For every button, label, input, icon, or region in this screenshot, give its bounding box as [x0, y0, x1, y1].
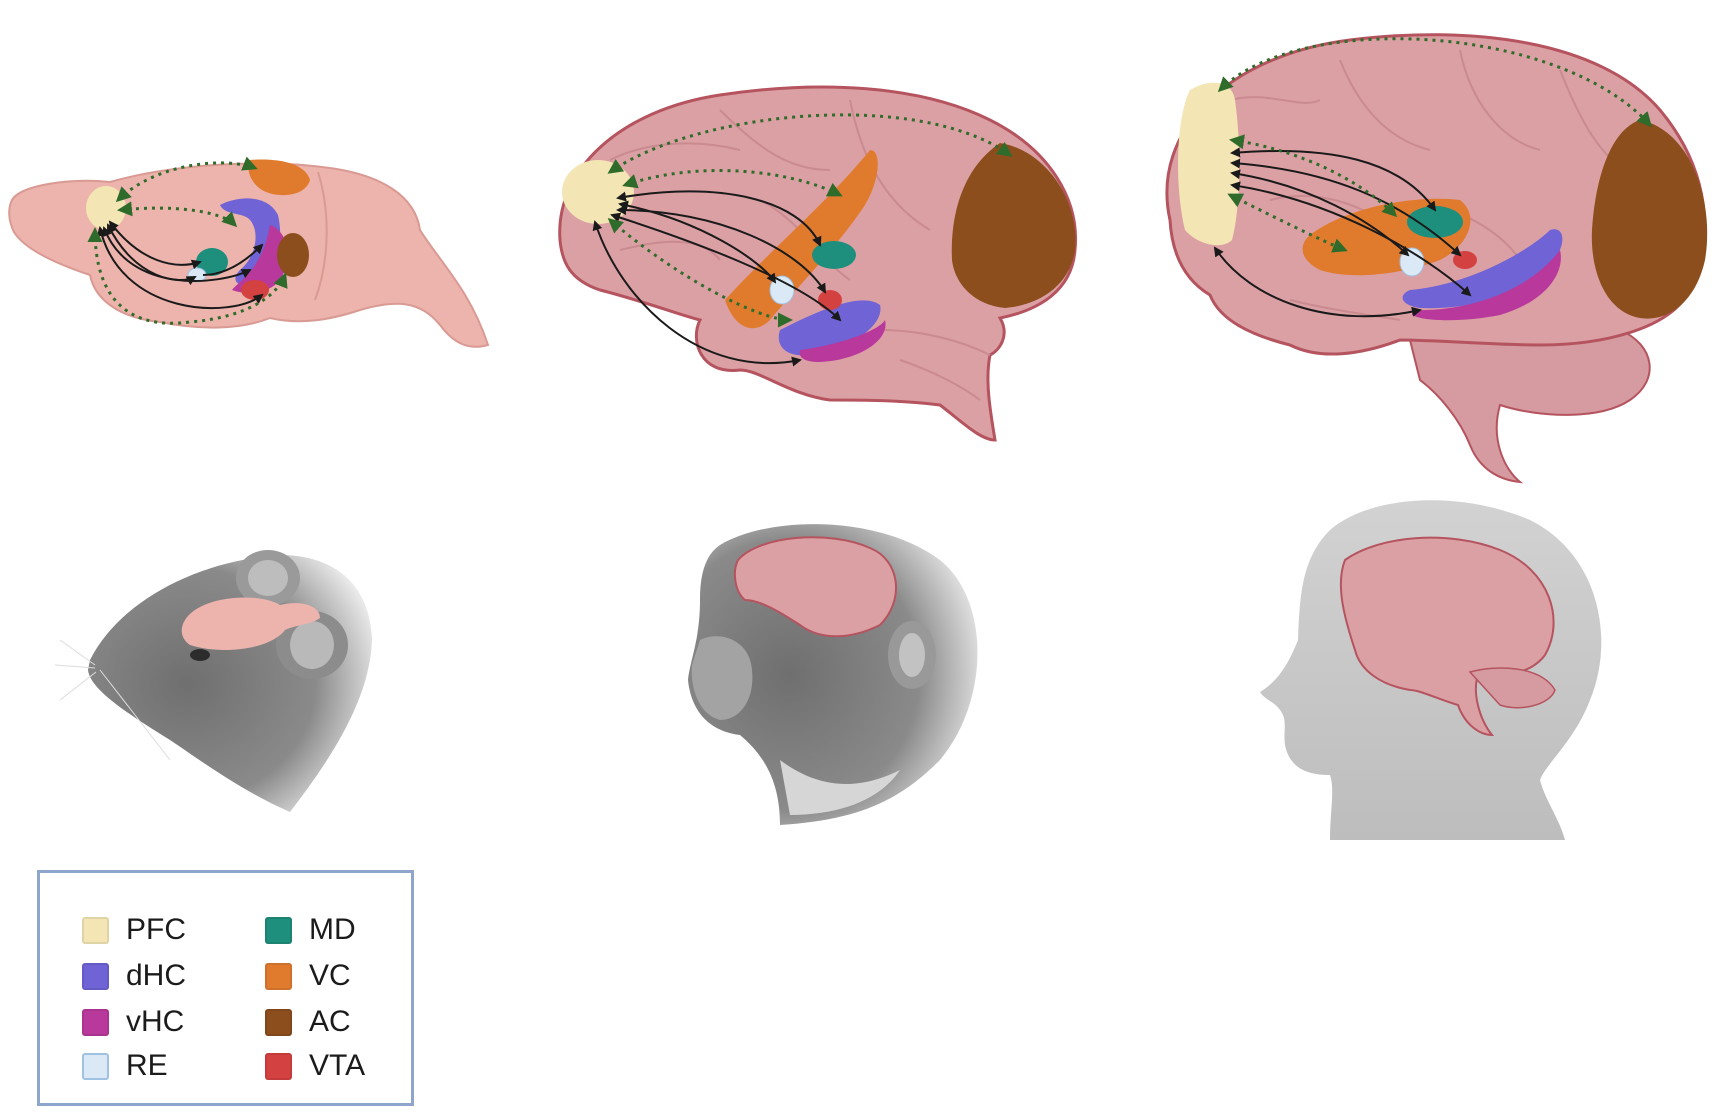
human-ac-region — [1591, 120, 1708, 319]
rat-brain-outline — [8, 162, 490, 348]
legend-label-re: RE — [126, 1049, 168, 1082]
human-indirect-connections — [1217, 37, 1653, 253]
legend-swatch-vc — [265, 962, 292, 990]
legend-item-vta: VTA — [265, 1049, 365, 1083]
legend-swatch-ac — [265, 1008, 292, 1036]
macaque-dhc-region — [778, 300, 881, 356]
legend-swatch-re — [82, 1052, 109, 1080]
macaque-md-region — [812, 241, 856, 269]
rat-ac-region — [277, 233, 309, 277]
legend-label-ac: AC — [309, 1005, 351, 1038]
rat-cerebellum-line — [314, 171, 328, 301]
human-pfc-region — [1178, 82, 1240, 246]
legend-swatch-dhc — [82, 962, 109, 990]
macaque-indirect-connections — [607, 113, 1013, 328]
macaque-head-icon — [688, 524, 978, 825]
legend-label-pfc: PFC — [126, 913, 186, 946]
rat-vta-region — [241, 280, 269, 300]
legend-item-dhc: dHC — [82, 959, 186, 993]
macaque-vta-region — [818, 290, 842, 310]
rat-vc-region — [248, 159, 310, 196]
macaque-pfc-region — [562, 160, 634, 224]
legend-swatch-md — [265, 916, 292, 944]
rat-brain-diagram — [8, 156, 490, 348]
rat-pfc-region — [86, 186, 126, 230]
legend-label-vc: VC — [309, 959, 351, 992]
rat-indirect-connections — [87, 156, 288, 325]
legend-swatch-vhc — [82, 1008, 109, 1036]
legend-item-pfc: PFC — [82, 913, 186, 947]
macaque-vhc-region — [799, 320, 886, 362]
legend-swatch-pfc — [82, 916, 109, 944]
human-vta-region — [1453, 251, 1477, 269]
legend-label-md: MD — [309, 913, 356, 946]
legend-label-vhc: vHC — [126, 1005, 185, 1038]
rat-head-icon — [54, 550, 372, 812]
legend-item-re: RE — [82, 1049, 168, 1083]
macaque-brain-diagram — [558, 85, 1078, 442]
legend-item-vc: VC — [265, 959, 351, 993]
legend-item-ac: AC — [265, 1005, 351, 1039]
legend-label-dhc: dHC — [126, 959, 187, 992]
human-head-icon — [1260, 500, 1602, 840]
legend-item-md: MD — [265, 913, 356, 947]
legend-swatch-vta — [265, 1052, 292, 1080]
legend-label-vta: VTA — [309, 1049, 366, 1082]
legend-box: PFC dHC vHC RE MD VC AC VTA — [37, 870, 414, 1106]
legend-item-vhc: vHC — [82, 1005, 184, 1039]
macaque-ac-region — [951, 143, 1076, 308]
human-brain-diagram — [1165, 33, 1708, 484]
human-vhc-region — [1412, 250, 1561, 321]
